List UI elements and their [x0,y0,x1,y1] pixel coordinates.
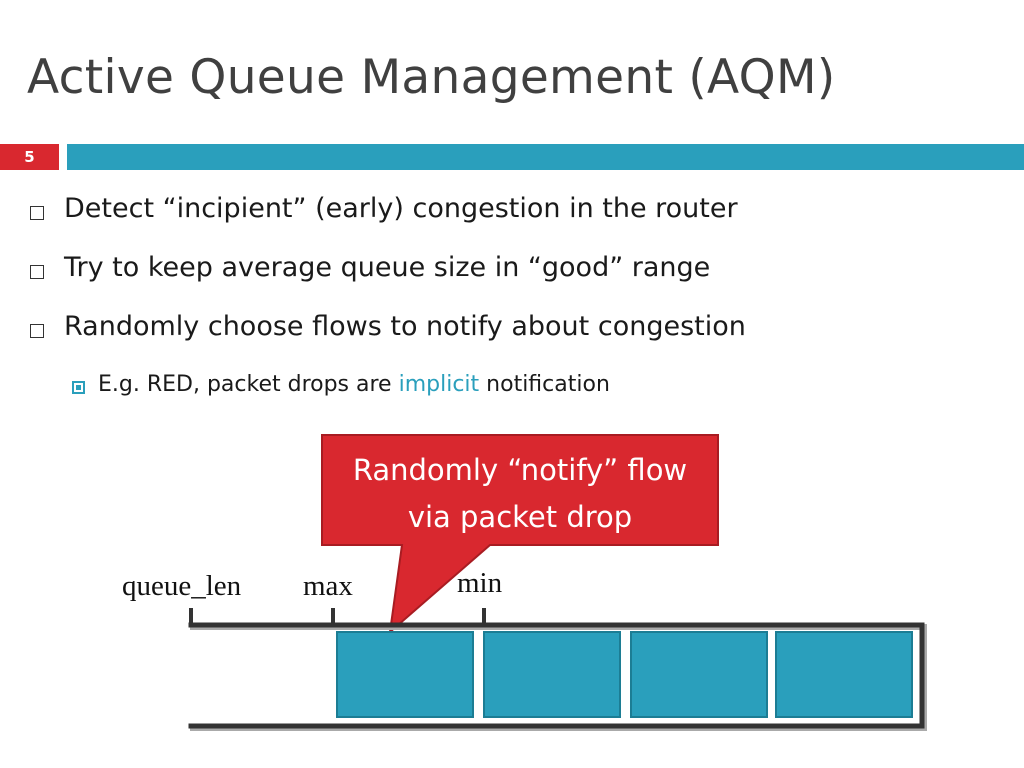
bullet-text: Randomly choose flows to notify about co… [64,311,746,342]
sub-bullet-text: E.g. RED, packet drops are implicit noti… [98,372,610,397]
queue-outline [188,622,927,731]
packet [775,631,913,718]
callout-text: Randomly “notify” flow via packet drop [322,447,718,541]
bullet-text: Detect “incipient” (early) congestion in… [64,193,738,224]
square-bullet-icon [30,206,44,220]
callout-bubble [321,434,719,635]
sub-bullet-text-start: E.g. RED, packet drops are [98,372,399,397]
title-divider-bar [67,144,1024,170]
threshold-ticks [189,608,486,625]
slide-title: Active Queue Management (AQM) [27,50,836,105]
packet [336,631,474,718]
highlight-implicit: implicit [398,372,480,397]
square-bullet-icon [30,324,44,338]
min-label: min [457,567,503,599]
packet-group [336,631,913,718]
queue-len-label: queue_len [122,570,242,602]
packet [483,631,621,718]
packet [630,631,768,718]
bullet-text: Try to keep average queue size in “good”… [64,252,711,283]
square-bullet-icon [30,265,44,279]
slide-number: 5 [0,144,59,170]
max-label: max [303,570,353,602]
sub-bullet-text-end: notification [479,372,610,397]
callout-line-1: Randomly “notify” flow [352,453,688,487]
callout-line-2: via packet drop [407,500,633,534]
filled-square-bullet-icon [72,381,85,394]
